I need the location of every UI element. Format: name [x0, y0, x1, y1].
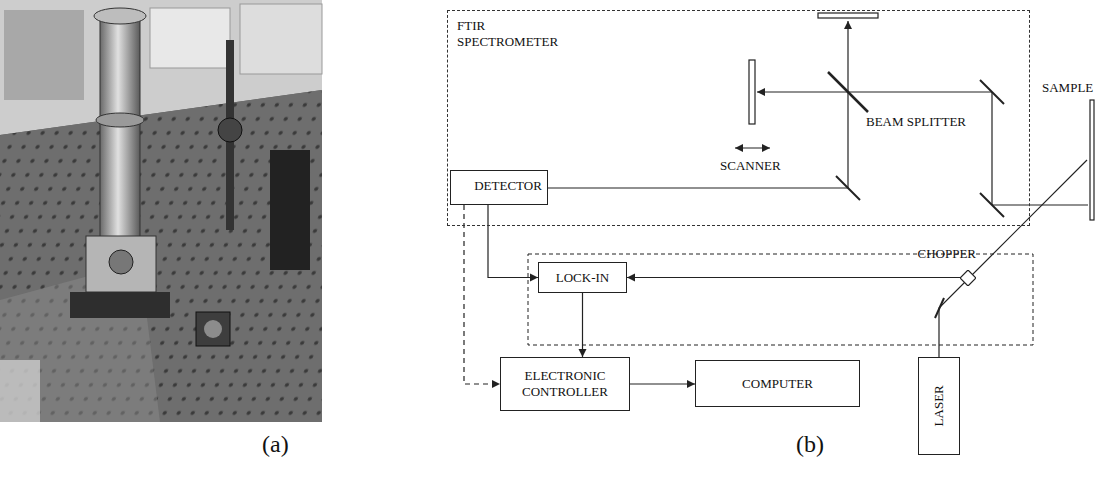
- beam-path: [536, 187, 848, 188]
- part-label: SCANNER: [720, 158, 781, 174]
- scanning-mirror: [749, 60, 755, 124]
- mirror: [935, 298, 944, 318]
- beam-path: [757, 91, 992, 92]
- optical-table: [0, 90, 322, 422]
- node-text: FTIR SPECTROMETER: [457, 18, 569, 51]
- process-box: LOCK-IN: [538, 262, 627, 293]
- photo-cabinet: [150, 8, 230, 68]
- lab-photo: [0, 0, 322, 422]
- part-label: SAMPLE: [1042, 80, 1093, 96]
- node-text: DETECTOR: [460, 178, 556, 194]
- table-edge: [0, 360, 40, 422]
- node-text: ELECTRONIC CONTROLLER: [508, 368, 622, 399]
- panel-label: (b): [796, 430, 824, 459]
- lock-in-group-outline: [528, 254, 1033, 345]
- beam-path: [847, 21, 848, 188]
- part-label: BEAM SPLITTER: [866, 114, 966, 130]
- cryostat: [100, 14, 140, 254]
- connector: [488, 205, 538, 278]
- node-text: LOCK-IN: [556, 270, 609, 286]
- mount: [270, 150, 310, 270]
- photo-cabinet: [240, 4, 322, 74]
- laser-box: LASER: [918, 357, 960, 455]
- connector: [464, 205, 500, 384]
- scan-arrow: [735, 147, 770, 148]
- beam-splitter: [828, 72, 868, 112]
- node-text: LASER: [931, 385, 947, 426]
- mirror: [204, 320, 222, 338]
- connector: [582, 293, 583, 357]
- chopper-symbol: CHOPPER: [960, 270, 976, 286]
- connector: [630, 383, 695, 384]
- beam-path: [992, 204, 1088, 205]
- chopper-symbol: [960, 270, 976, 286]
- mirror-mount: [196, 312, 230, 346]
- process-box: COMPUTER: [695, 360, 860, 407]
- connector: [627, 277, 960, 278]
- process-box: DETECTOR: [450, 170, 548, 205]
- beam-path: [991, 92, 992, 205]
- sample-stage: [86, 236, 156, 292]
- window: [109, 250, 133, 274]
- cryostat-flange: [96, 113, 144, 127]
- node-text: CHOPPER: [917, 246, 976, 262]
- process-box: ELECTRONIC CONTROLLER: [500, 357, 630, 411]
- optics: [528, 13, 1094, 357]
- photo-ground: [0, 0, 322, 422]
- fixed-mirror: [818, 13, 878, 18]
- chopper-blade: [960, 270, 976, 286]
- panel-label: (a): [262, 430, 289, 459]
- sample-plate: [1090, 100, 1094, 220]
- photo-equipment: [4, 10, 84, 100]
- node-text: COMPUTER: [742, 376, 813, 392]
- lens-mount: [218, 118, 242, 142]
- translation-stage: [70, 292, 170, 318]
- cryostat-flange: [94, 8, 146, 24]
